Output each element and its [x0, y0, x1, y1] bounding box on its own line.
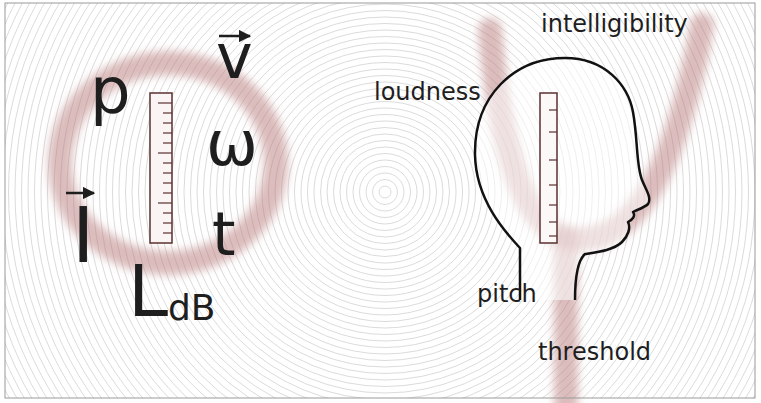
ruler-tick — [158, 102, 172, 103]
ruler-right — [540, 93, 557, 243]
wave-circle — [5, 3, 755, 398]
ruler-tick — [163, 132, 172, 133]
wave-circle — [5, 3, 755, 398]
wave-circle — [5, 3, 755, 398]
wave-circle — [5, 3, 755, 398]
ruler-tick — [163, 192, 172, 193]
symbol: L — [128, 255, 168, 327]
wave-circle — [373, 180, 398, 205]
ruler-tick — [158, 152, 172, 153]
ruler-tick — [163, 162, 172, 163]
wave-circle — [321, 128, 450, 257]
ruler-tick — [163, 212, 172, 213]
wave-circle — [275, 82, 495, 302]
wave-circle — [288, 95, 482, 289]
wave-circle — [334, 141, 437, 244]
wave-circle — [314, 121, 456, 263]
vector-arrow — [66, 192, 94, 195]
wave-circle — [5, 3, 755, 398]
wave-circle — [5, 3, 755, 398]
wave-circle — [5, 3, 755, 398]
symbol: ω — [206, 113, 258, 175]
wave-circle — [366, 173, 404, 211]
wave-circle — [340, 147, 430, 237]
wave-circle — [9, 3, 756, 398]
wave-circle — [379, 186, 391, 198]
subscript: dB — [168, 290, 216, 326]
ruler-tick — [158, 202, 172, 203]
ruler-tick — [549, 159, 557, 160]
wave-circle — [327, 134, 443, 250]
percept-label: intelligibility — [541, 12, 688, 36]
wave-circle — [308, 115, 463, 270]
symbol: p — [90, 59, 131, 123]
wave-circles — [5, 3, 755, 398]
ruler-tick — [163, 232, 172, 233]
ruler-tick — [549, 184, 557, 185]
symbol: I — [72, 198, 94, 274]
wave-circle — [301, 108, 469, 276]
glow-bands — [60, 25, 702, 403]
head-outline — [475, 58, 649, 300]
ruler-tick — [163, 142, 172, 143]
ruler-tick — [549, 204, 557, 205]
frame — [5, 3, 755, 398]
wave-circle — [5, 3, 755, 398]
percept-label: threshold — [538, 340, 651, 364]
wave-circle — [347, 154, 424, 231]
wave-circle — [22, 3, 749, 398]
symbol: v — [216, 26, 253, 88]
ruler-tick — [163, 122, 172, 123]
wave-circle — [269, 76, 502, 309]
ruler-tick — [163, 172, 172, 173]
symbol: t — [212, 204, 236, 264]
ruler-left — [150, 93, 172, 243]
wave-circle — [5, 3, 755, 398]
wave-circle — [5, 3, 755, 398]
wave-circle — [282, 89, 489, 296]
ruler-tick — [163, 182, 172, 183]
ruler-tick — [163, 222, 172, 223]
wave-circle — [256, 63, 515, 322]
wave-circle — [360, 167, 411, 218]
wave-circle — [41, 3, 729, 398]
wave-circle — [262, 69, 508, 315]
wave-circle — [353, 160, 417, 224]
wave-circle — [5, 3, 755, 398]
percept-label: pitch — [477, 282, 537, 306]
ruler-tick — [163, 112, 172, 113]
percept-label: loudness — [374, 80, 481, 104]
wave-circle — [28, 3, 742, 398]
ruler-tick — [549, 235, 557, 236]
wave-circle — [15, 3, 755, 398]
ruler-tick — [549, 109, 557, 110]
ruler-tick — [549, 221, 557, 222]
ruler-tick — [549, 131, 557, 132]
wave-circle — [48, 3, 723, 398]
wave-circle — [35, 3, 736, 398]
wave-circle — [5, 3, 755, 398]
wave-circle — [5, 3, 755, 398]
wave-circle — [5, 3, 755, 398]
wave-circle — [54, 3, 716, 398]
wave-circle — [295, 102, 476, 283]
wave-circle — [61, 3, 710, 398]
